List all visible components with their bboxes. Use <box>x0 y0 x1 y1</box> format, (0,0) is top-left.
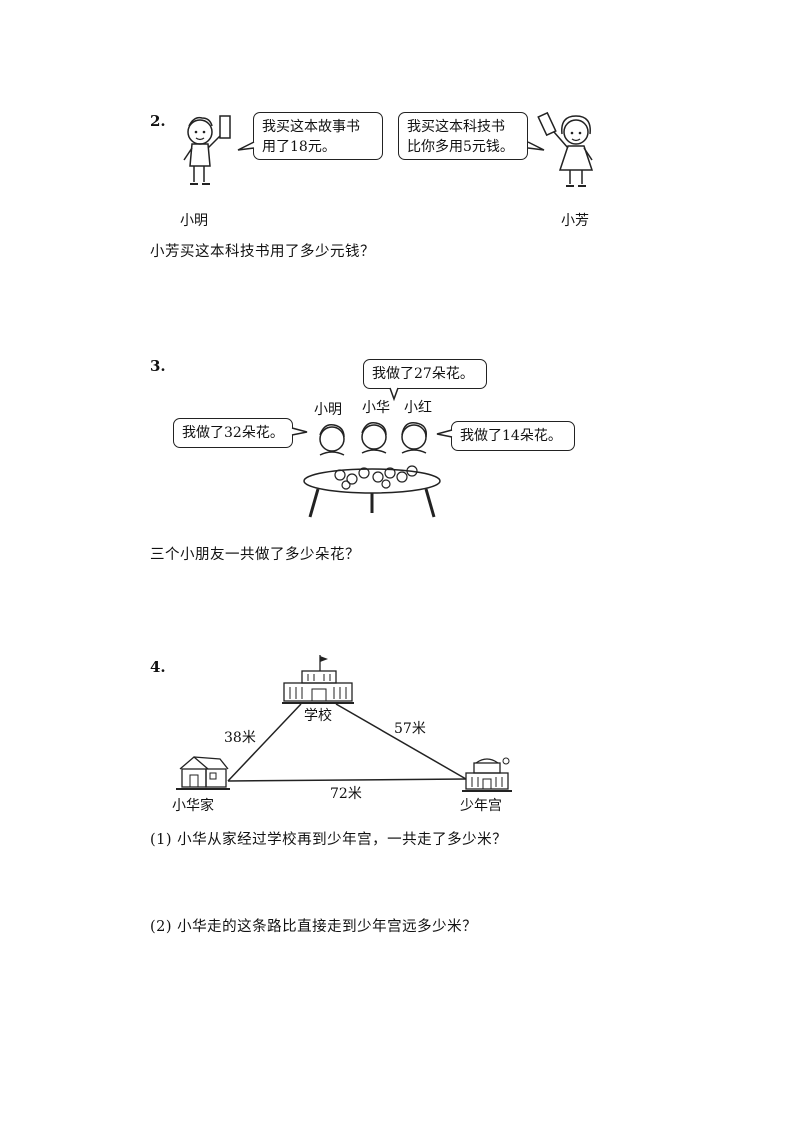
label-home: 小华家 <box>172 798 214 814</box>
bubble-line: 用了18元。 <box>262 139 336 155</box>
bubble-tail <box>527 141 545 151</box>
name-xiaohua-3: 小华 <box>362 400 390 416</box>
problem-3-number: 3. <box>150 357 166 375</box>
route-home-school <box>227 703 302 782</box>
bubble-line: 比你多用5元钱。 <box>407 139 514 155</box>
distance-school-palace: 57米 <box>394 721 426 737</box>
girl-xiaofang-illustration <box>537 111 594 187</box>
bubble-tail <box>436 429 453 438</box>
xiaofang-speech-bubble: 我买这本科技书 比你多用5元钱。 <box>398 112 528 160</box>
youth-palace-icon <box>462 757 512 792</box>
bubble-line: 我买这本故事书 <box>262 119 360 135</box>
name-xiaoming-3: 小明 <box>314 402 342 418</box>
label-school: 学校 <box>304 708 332 724</box>
name-xiaofang: 小芳 <box>561 213 589 229</box>
bubble-line: 我买这本科技书 <box>407 119 505 135</box>
bubble-tail <box>237 141 255 151</box>
problem-4-question-2: (2) 小华走的这条路比直接走到少年宫远多少米？ <box>150 919 478 935</box>
distance-home-school: 38米 <box>224 730 256 746</box>
boy-xiaoming-illustration <box>183 115 231 185</box>
problem-2-number: 2. <box>150 112 166 130</box>
bubble-tail <box>389 387 399 402</box>
house-icon <box>176 756 230 790</box>
label-youth-palace: 少年宫 <box>460 798 502 814</box>
xiaoming-speech-bubble: 我买这本故事书 用了18元。 <box>253 112 383 160</box>
problem-4-number: 4. <box>150 658 166 676</box>
route-home-palace <box>227 778 467 782</box>
bubble-tail <box>291 427 308 436</box>
xiaohong-speech-bubble: 我做了14朵花。 <box>451 421 575 451</box>
children-making-flowers-illustration <box>303 421 441 518</box>
distance-home-palace: 72米 <box>330 786 362 802</box>
name-xiaoming: 小明 <box>180 213 208 229</box>
problem-2-question: 小芳买这本科技书用了多少元钱？ <box>150 244 375 260</box>
problem-4-question-1: (1) 小华从家经过学校再到少年宫，一共走了多少米？ <box>150 832 508 848</box>
name-xiaohong-3: 小红 <box>404 400 432 416</box>
xiaohua-speech-bubble: 我做了27朵花。 <box>363 359 487 389</box>
school-building-icon <box>282 655 354 704</box>
problem-3-question: 三个小朋友一共做了多少朵花？ <box>150 547 360 563</box>
route-school-palace <box>335 703 467 780</box>
